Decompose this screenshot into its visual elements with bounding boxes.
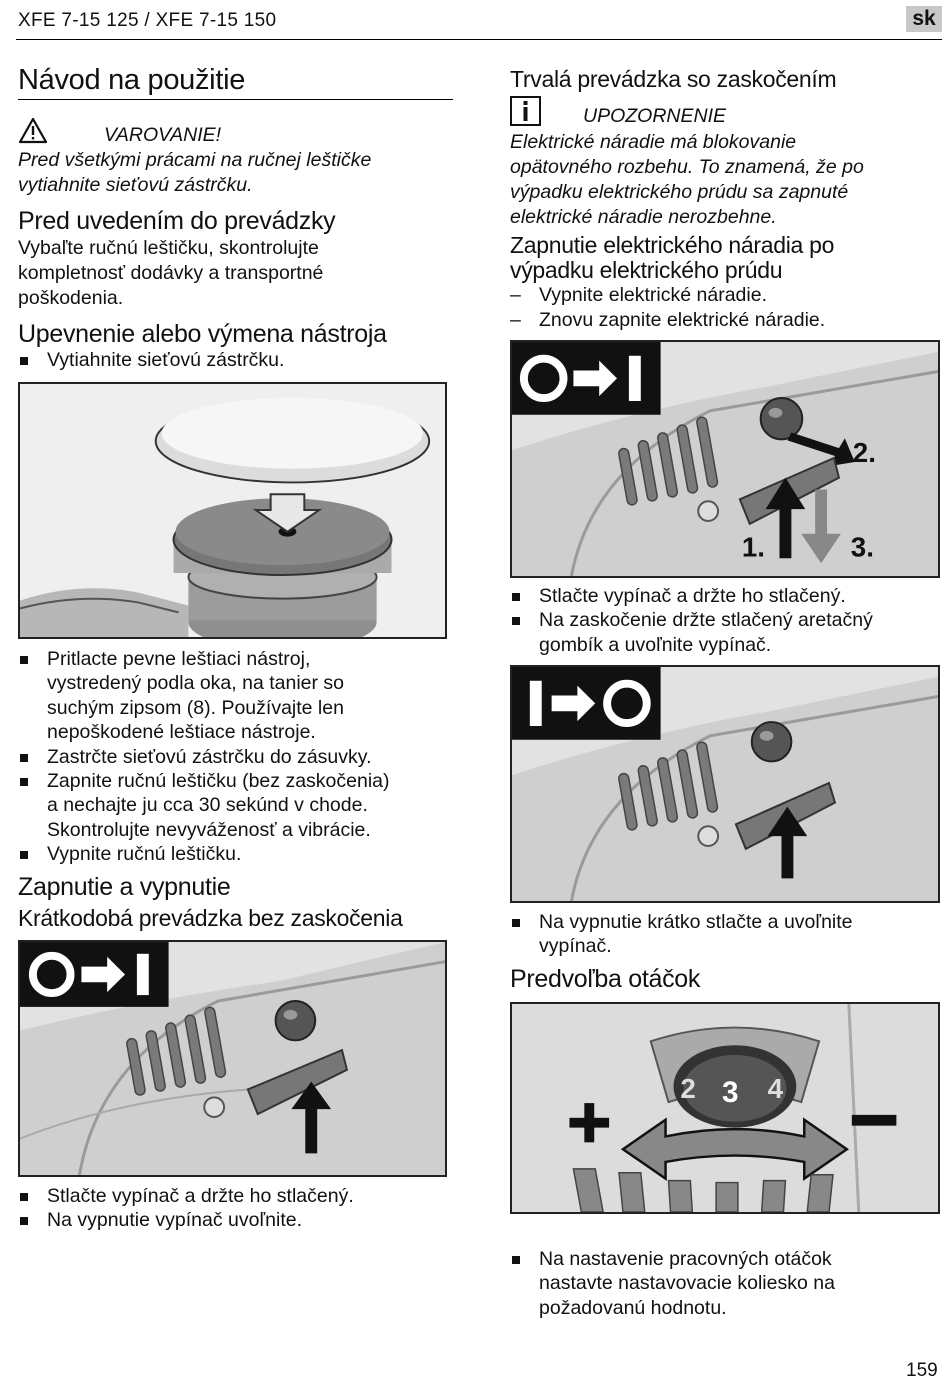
mounting-steps-list: Pritlacte pevne leštiaci nástroj, vystre… [18, 647, 458, 867]
figure-switch-off [510, 665, 940, 903]
figure-speed-dial: 2 3 4 [510, 1002, 940, 1214]
list-item: Zapnite ručnú leštičku (bez zaskočenia) … [18, 769, 458, 842]
list-item: Znovu zapnite elektrické náradie. [510, 308, 940, 333]
arrow-up-icon [765, 477, 806, 559]
list-item: Na vypnutie vypínač uvoľnite. [18, 1208, 458, 1232]
lock-line: Stlačte vypínač a držte ho stlačený. [539, 585, 846, 607]
speed-list: Na nastavenie pracovných otáčok nastavte… [510, 1247, 940, 1320]
pred-uvedenim-line-3: poškodenia. [18, 287, 124, 309]
info-icon [510, 96, 541, 126]
section-title-zapnutie: Zapnutie a vypnutie [18, 873, 231, 901]
list-item: Na vypnutie krátko stlačte a uvoľnite vy… [510, 910, 940, 959]
dial-number-4: 4 [768, 1073, 784, 1104]
step-line: Vypnite ručnú leštičku. [47, 843, 242, 866]
arrow-up-icon [291, 1081, 332, 1154]
warning-triangle-icon [18, 117, 48, 144]
dial-number-2: 2 [680, 1073, 695, 1104]
notice-line: Elektrické náradie má blokovanie [510, 131, 797, 153]
list-item: Zastrčte sieťovú zástrčku do zásuvky. [18, 745, 458, 769]
pred-uvedenim-line-1: Vybaľte ručnú leštičku, skontrolujte [18, 237, 319, 259]
upevnenie-list: Vytiahnite sieťovú zástrčku. [18, 348, 448, 372]
warning-text-1: Pred všetkými prácami na ručnej leštičke [18, 149, 372, 171]
lock-steps-list: Stlačte vypínač a držte ho stlačený. Na … [510, 584, 940, 657]
off-line: Na vypnutie krátko stlačte a uvoľnite [539, 911, 853, 933]
header-rule [16, 39, 942, 40]
arrow-up-icon [767, 806, 808, 879]
section-title-pred-uvedenim: Pred uvedením do prevádzky [18, 207, 336, 235]
figure-step-2: 2. [853, 437, 876, 468]
step-line: vystredený podla oka, na tanier so [47, 672, 345, 695]
main-title-rule [18, 99, 453, 100]
section-title-trvala: Trvalá prevádzka so zaskočením [510, 66, 837, 92]
lock-line: gombík a uvoľnite vypínač. [539, 633, 772, 656]
restart-title-line-2: výpadku elektrického prúdu [510, 257, 783, 283]
figure-step-1: 1. [742, 531, 765, 562]
notice-label: UPOZORNENIE [583, 105, 727, 127]
speed-line: požadovanú hodnotu. [539, 1296, 727, 1319]
list-item: Vypnite ručnú leštičku. [18, 842, 458, 866]
step-line: suchým zipsom (8). Používajte len [47, 696, 344, 719]
section-title-restart: Zapnutie elektrického náradia po výpadku… [510, 233, 834, 283]
speed-line: nastavte nastavovacie koliesko na [539, 1272, 835, 1295]
pred-uvedenim-line-2: kompletnosť dodávky a transportné [18, 262, 324, 284]
step-line: Zastrčte sieťovú zástrčku do zásuvky. [47, 745, 372, 768]
section-title-upevnenie: Upevnenie alebo výmena nástroja [18, 320, 387, 348]
list-item: Stlačte vypínač a držte ho stlačený. [18, 1184, 458, 1208]
figure-step-3: 3. [851, 531, 874, 562]
speed-dial-icon: 2 3 4 [680, 1073, 783, 1109]
list-item: Vytiahnite sieťovú zástrčku. [18, 348, 448, 372]
plus-icon [569, 1103, 610, 1143]
list-item: Stlačte vypínač a držte ho stlačený. [510, 584, 940, 608]
list-item: Na zaskočenie držte stlačený aretačný go… [510, 608, 940, 657]
step-line: Skontrolujte nevyváženosť a vibrácie. [47, 818, 371, 841]
arrow-double-icon [620, 1117, 850, 1181]
notice-line: opätovného rozbehu. To znamená, že po [510, 156, 864, 178]
notice-line: elektrické náradie nerozbehne. [510, 206, 777, 228]
speed-line: Na nastavenie pracovných otáčok [539, 1248, 832, 1270]
subsection-title-kratkodoba: Krátkodobá prevádzka bez zaskočenia [18, 905, 403, 931]
minus-icon [851, 1114, 897, 1126]
figure-switch-lock: 2. 1. 3. [510, 340, 940, 578]
header-title: XFE 7-15 125 / XFE 7-15 150 [18, 10, 277, 31]
step-line: Pritlacte pevne leštiaci nástroj, [47, 648, 311, 670]
switch-on-icon [512, 342, 661, 415]
list-item: Vypnite elektrické náradie. [510, 283, 940, 308]
figure-switch-on-short [18, 940, 447, 1177]
off-line: vypínač. [539, 935, 612, 958]
language-badge: sk [906, 6, 942, 32]
warning-label: VAROVANIE! [104, 124, 222, 146]
section-title-predvolba: Predvoľba otáčok [510, 965, 701, 993]
notice-line: výpadku elektrického prúdu sa zapnuté [510, 181, 849, 203]
switch-off-icon [512, 667, 661, 740]
step-line: a nechajte ju cca 30 sekúnd v chode. [47, 794, 368, 817]
main-title: Návod na použitie [18, 64, 246, 96]
restart-steps: Vypnite elektrické náradie. Znovu zapnit… [510, 283, 940, 333]
warning-text-2: vytiahnite sieťovú zástrčku. [18, 174, 253, 196]
short-operation-list: Stlačte vypínač a držte ho stlačený. Na … [18, 1184, 458, 1233]
figure-polishing-pad [18, 382, 447, 639]
step-line: nepoškodené leštiace nástroje. [47, 721, 316, 744]
step-line: Zapnite ručnú leštičku (bez zaskočenia) [47, 770, 390, 793]
list-item: Na nastavenie pracovných otáčok nastavte… [510, 1247, 940, 1320]
list-item: Pritlacte pevne leštiaci nástroj, vystre… [18, 647, 458, 745]
switch-on-icon [20, 942, 169, 1007]
dial-number-3: 3 [722, 1076, 739, 1109]
lock-line: Na zaskočenie držte stlačený aretačný [539, 609, 873, 632]
restart-title-line-1: Zapnutie elektrického náradia po [510, 232, 835, 258]
off-steps-list: Na vypnutie krátko stlačte a uvoľnite vy… [510, 910, 940, 959]
page-number: 159 [906, 1360, 938, 1381]
arrow-down-icon [801, 489, 841, 564]
